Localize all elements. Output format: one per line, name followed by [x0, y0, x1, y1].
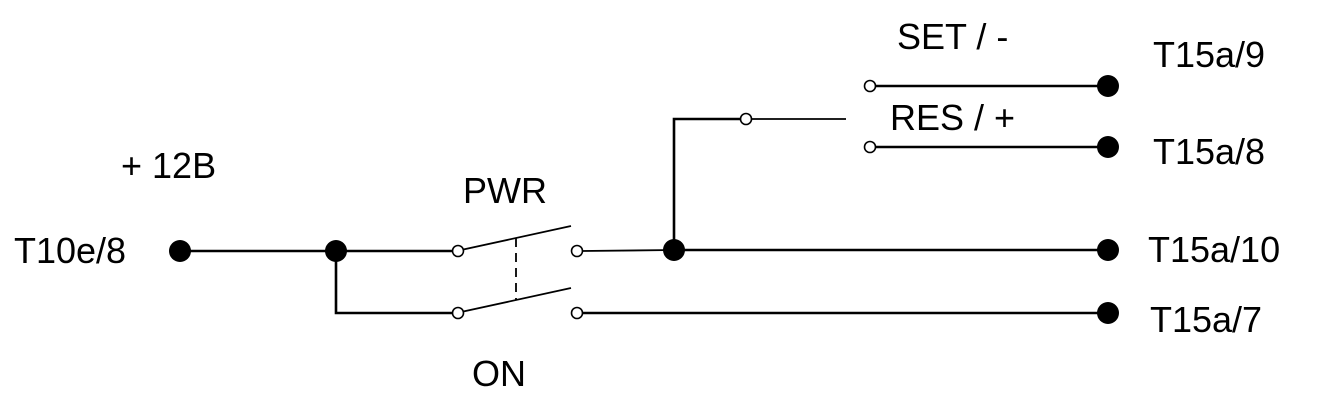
- label-res: RES / +: [890, 97, 1015, 138]
- contact-res: [863, 140, 877, 154]
- contact-on-in: [451, 306, 465, 320]
- label-output-t15a7: T15a/7: [1150, 299, 1262, 340]
- label-output-t15a8: T15a/8: [1153, 131, 1265, 172]
- label-output-t15a9: T15a/9: [1153, 34, 1265, 75]
- contact-on-out: [570, 306, 584, 320]
- contact-pwr-in: [451, 244, 465, 258]
- wire-branch-on: [334, 251, 455, 315]
- contact-set-res-common: [739, 112, 753, 126]
- wire-pwr-out: [581, 249, 675, 252]
- wire-riser: [672, 117, 740, 250]
- label-output-t15a10: T15a/10: [1148, 229, 1280, 270]
- terminal-dot-t10e8: [169, 240, 191, 262]
- terminal-dot-t15a7: [1097, 302, 1119, 324]
- label-switch-on: ON: [472, 353, 526, 394]
- terminal-dot-t15a9: [1097, 75, 1119, 97]
- terminal-dot-t15a8: [1097, 136, 1119, 158]
- label-input-terminal: T10e/8: [14, 230, 126, 271]
- label-supply: + 12B: [121, 145, 216, 186]
- contact-pwr-out: [570, 244, 584, 258]
- terminal-dot-t15a10: [1097, 239, 1119, 261]
- label-switch-pwr: PWR: [463, 170, 547, 211]
- junction-dot-pwr-out: [663, 239, 685, 261]
- junction-dot-input: [325, 240, 347, 262]
- contact-set: [863, 79, 877, 93]
- label-set: SET / -: [897, 16, 1008, 57]
